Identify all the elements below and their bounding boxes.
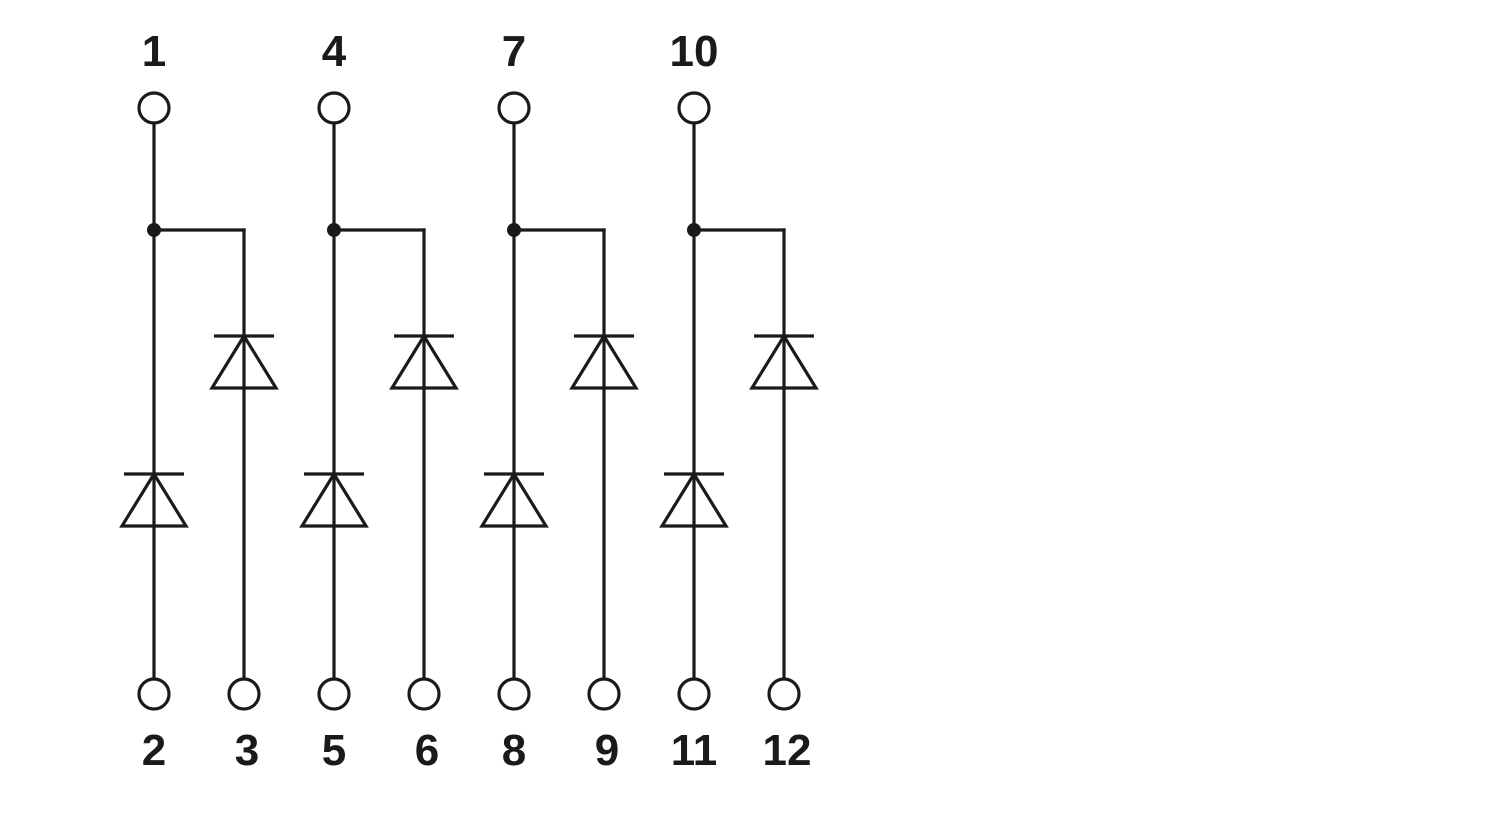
diode-main [659,470,729,528]
terminal-label-common: 4 [322,27,347,76]
diode-group: 4 5 6 [299,27,459,775]
diode-triangle [209,332,279,390]
diode-branch [569,332,639,390]
diode-group: 10 11 12 [659,27,819,775]
diode-group: 7 8 9 [479,27,639,775]
junction-dot [687,223,701,237]
diode-branch [209,332,279,390]
terminal-label-branch: 9 [595,726,619,775]
diode-triangle [389,332,459,390]
diode-triangle [299,470,369,528]
diode-triangle [119,470,189,528]
terminal-label-direct: 8 [502,726,526,775]
diode-main [299,470,369,528]
terminal-label-direct: 11 [671,726,718,775]
diode-main [119,470,189,528]
terminal-label-direct: 2 [142,726,166,775]
diode-branch [389,332,459,390]
terminal-label-common: 1 [142,27,166,76]
junction-dot [147,223,161,237]
terminal-direct [137,677,171,711]
diode-triangle [479,470,549,528]
diode-triangle [569,332,639,390]
diode-triangle [749,332,819,390]
terminal-label-branch: 3 [235,726,259,775]
terminal-common [497,91,531,125]
diode-branch [749,332,819,390]
terminal-common [677,91,711,125]
terminal-label-common: 7 [502,27,526,76]
terminal-label-common: 10 [670,27,719,76]
terminal-common [317,91,351,125]
terminal-direct [497,677,531,711]
terminal-label-direct: 5 [322,726,346,775]
terminal-label-branch: 6 [415,726,439,775]
terminal-label-branch: 12 [763,726,812,775]
terminal-direct [317,677,351,711]
diode-main [479,470,549,528]
terminal-branch [587,677,621,711]
terminal-branch [407,677,441,711]
terminal-branch [227,677,261,711]
junction-dot [507,223,521,237]
junction-dot [327,223,341,237]
diode-group: 1 2 3 [119,27,279,775]
diode-triangle [659,470,729,528]
terminal-direct [677,677,711,711]
terminal-common [137,91,171,125]
terminal-branch [767,677,801,711]
